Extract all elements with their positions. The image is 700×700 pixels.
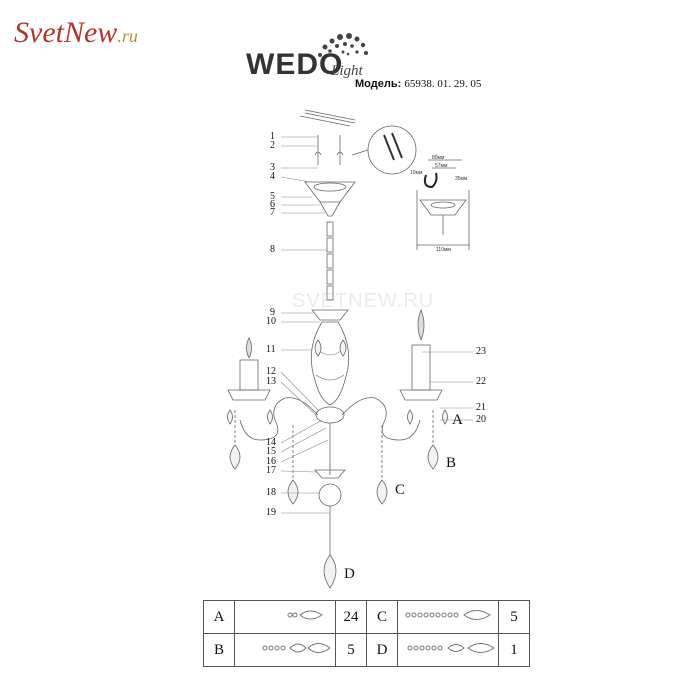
model-number: 65938. 01. 29. 05 <box>404 78 482 90</box>
ceiling-plate-icon <box>299 109 356 127</box>
pendant-a-icon <box>287 610 323 619</box>
callout-15: 15 <box>266 446 276 457</box>
brand-logo-sub: Light <box>331 63 363 79</box>
callout-6: 6 <box>270 199 275 210</box>
chain-icon <box>326 221 334 301</box>
callout-12: 12 <box>266 366 276 377</box>
pendant-label-c: C <box>395 482 406 498</box>
part-code: C <box>366 600 398 634</box>
callout-4: 4 <box>270 171 275 182</box>
part-code: B <box>203 633 235 667</box>
callout-3: 3 <box>270 162 275 173</box>
part-qty: 24 <box>335 600 367 634</box>
part-code: A <box>203 600 235 634</box>
callout-19: 19 <box>266 507 276 518</box>
brand-swirl-icon <box>318 33 368 57</box>
site-logo-tld: .ru <box>117 26 138 46</box>
pendant-d-icon <box>407 642 495 653</box>
pendant-c-image <box>397 600 499 634</box>
chandelier-diagram <box>227 109 473 589</box>
site-logo[interactable]: SvetNew.ru <box>14 16 138 50</box>
dim-height: 35мм <box>455 176 468 182</box>
dim-top-width: 80мм <box>432 155 445 161</box>
model-caption: Модель: 65938. 01. 29. 05 <box>355 78 481 90</box>
callout-7: 7 <box>270 207 275 218</box>
part-qty: 5 <box>498 600 530 634</box>
model-label: Модель: <box>355 78 402 90</box>
pendant-label-a: A <box>452 412 463 428</box>
pendant-label-d: D <box>344 566 355 582</box>
callout-10: 10 <box>266 316 276 327</box>
site-logo-main: SvetNew <box>14 16 118 49</box>
callout-1: 1 <box>270 131 275 142</box>
pendant-a-image <box>234 600 336 634</box>
pendant-b-image <box>234 633 336 667</box>
dim-hook-gap: 10мм <box>410 170 423 176</box>
callout-21: 21 <box>476 402 486 413</box>
pendant-c-icon <box>405 609 491 620</box>
ceiling-hook-detail <box>416 159 470 250</box>
callout-20: 20 <box>476 414 486 425</box>
callout-16: 16 <box>266 456 276 467</box>
callout-8: 8 <box>270 244 275 255</box>
pendant-d-image <box>397 633 499 667</box>
brand-logo: WEDO <box>246 48 344 81</box>
callout-2: 2 <box>270 140 275 151</box>
callout-22: 22 <box>476 376 486 387</box>
table-row: B 5 D 1 <box>203 633 530 667</box>
callout-11: 11 <box>266 344 276 355</box>
dim-base-width: 110мм <box>436 247 451 253</box>
part-qty: 1 <box>498 633 530 667</box>
pendant-label-b: B <box>446 455 457 471</box>
callout-17: 17 <box>266 465 276 476</box>
callout-5: 5 <box>270 191 275 202</box>
part-qty: 5 <box>335 633 367 667</box>
parts-table: A 24 C 5 B 5 D <box>203 600 530 667</box>
callout-23: 23 <box>476 346 486 357</box>
callout-14: 14 <box>266 437 276 448</box>
callout-18: 18 <box>266 487 276 498</box>
callout-9: 9 <box>270 307 275 318</box>
part-code: D <box>366 633 398 667</box>
callout-13: 13 <box>266 376 276 387</box>
table-row: A 24 C 5 <box>203 600 530 634</box>
crystal-pendant-icon <box>227 339 448 589</box>
dim-inner-width: 57мм <box>435 163 448 169</box>
pendant-b-icon <box>262 642 331 653</box>
